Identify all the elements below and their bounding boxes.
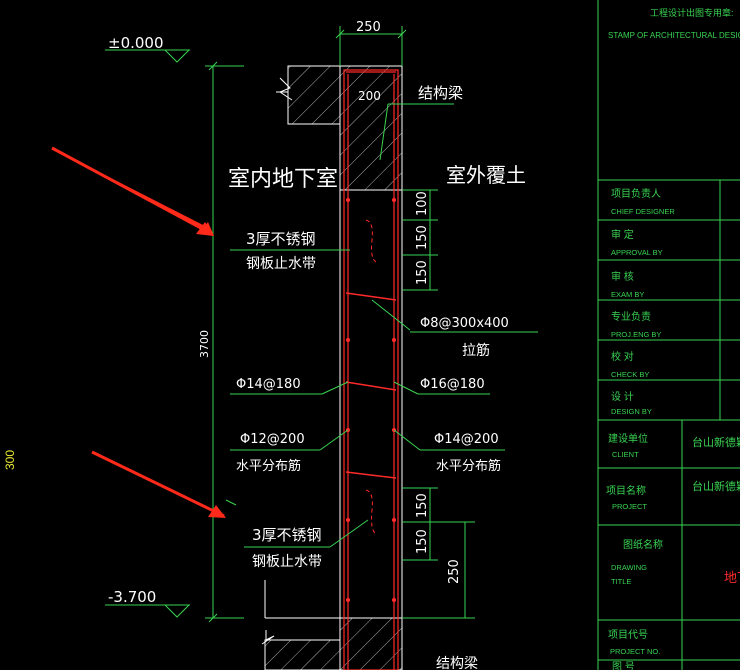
- dim-top-100: 100: [415, 191, 430, 216]
- client-cn: 建设单位: [608, 432, 648, 445]
- row-exam-en: EXAM BY: [611, 290, 644, 299]
- side-dim-300: 300: [3, 450, 17, 470]
- row-chief-cn: 项目负责人: [611, 187, 661, 200]
- dim-beam-height: 200: [358, 89, 381, 103]
- row-approval-cn: 审 定: [611, 228, 634, 241]
- waterstop-line2: 钢板止水带: [246, 256, 316, 272]
- row-design-en: DESIGN BY: [611, 407, 652, 416]
- rebar: [343, 69, 399, 670]
- client-value: 台山新德颖: [692, 435, 740, 449]
- annotation-arrows: [51, 146, 226, 518]
- waterstops: [365, 219, 377, 535]
- row-approval-en: APPROVAL BY: [611, 248, 663, 257]
- row-check-cn: 校 对: [611, 350, 634, 363]
- title-block: [597, 0, 740, 670]
- dimension-lines: [105, 26, 538, 623]
- row-projeng-cn: 专业负责: [611, 310, 651, 323]
- dim-bot-150b: 150: [415, 529, 430, 554]
- stamp-en: STAMP OF ARCHITECTURAL DESIGN: [608, 31, 740, 40]
- label-rebar-out-horiz: Φ14@200: [434, 432, 499, 447]
- drawing-value: 地下: [724, 571, 740, 586]
- drawing-en1: DRAWING: [611, 563, 647, 572]
- row-design-cn: 设 计: [611, 390, 634, 403]
- project-en: PROJECT: [612, 502, 647, 511]
- dim-wall-thickness: 250: [356, 20, 381, 35]
- project-value: 台山新德颖: [692, 479, 740, 493]
- label-rebar-in-horiz-name: 水平分布筋: [236, 458, 301, 474]
- elevation-bottom: -3.700: [108, 588, 156, 606]
- dim-bot-250: 250: [447, 559, 462, 584]
- projno-cn: 项目代号: [608, 629, 648, 641]
- concrete-section: [261, 65, 403, 670]
- label-outdoor: 室外覆土: [446, 163, 526, 187]
- row-check-en: CHECK BY: [611, 370, 649, 379]
- label-tie-bar: Φ8@300x400: [420, 316, 509, 331]
- arrow-head-top: [196, 222, 214, 236]
- projno-en: PROJECT NO.: [610, 647, 660, 656]
- title-block-rows: 项目负责人 CHIEF DESIGNER 审 定 APPROVAL BY 审 核…: [611, 187, 675, 416]
- waterstop-line1: 3厚不锈钢: [246, 230, 316, 248]
- elevation-top: ±0.000: [108, 34, 164, 52]
- dim-total-height: 3700: [198, 330, 211, 358]
- row-exam-cn: 审 核: [611, 270, 634, 283]
- dim-bot-150a: 150: [415, 493, 430, 518]
- dim-top-150b: 150: [415, 260, 430, 285]
- last-cn: 图 号: [612, 661, 635, 670]
- project-cn: 项目名称: [606, 484, 646, 497]
- waterstop2-line1: 3厚不锈钢: [252, 526, 322, 544]
- label-structural-beam-bottom: 结构梁: [436, 656, 478, 670]
- drawing-en2: TITLE: [611, 577, 631, 586]
- label-rebar-in-horiz: Φ12@200: [240, 432, 305, 447]
- row-chief-en: CHIEF DESIGNER: [611, 207, 675, 216]
- row-projeng-en: PROJ.ENG BY: [611, 330, 661, 339]
- label-structural-beam: 结构梁: [418, 84, 463, 102]
- client-en: CLIENT: [612, 450, 639, 459]
- dim-top-150a: 150: [415, 225, 430, 250]
- waterstop2-line2: 钢板止水带: [252, 554, 322, 570]
- arrow-head-bottom: [208, 505, 226, 518]
- drawing-cn: 图纸名称: [623, 538, 663, 551]
- stamp-cn: 工程设计出图专用章:: [650, 7, 734, 18]
- label-rebar-in-vert: Φ14@180: [236, 377, 301, 392]
- label-tie-bar-name: 拉筋: [462, 342, 490, 359]
- label-rebar-out-vert: Φ16@180: [420, 377, 485, 392]
- label-indoor: 室内地下室: [228, 167, 338, 192]
- label-rebar-out-horiz-name: 水平分布筋: [436, 458, 501, 474]
